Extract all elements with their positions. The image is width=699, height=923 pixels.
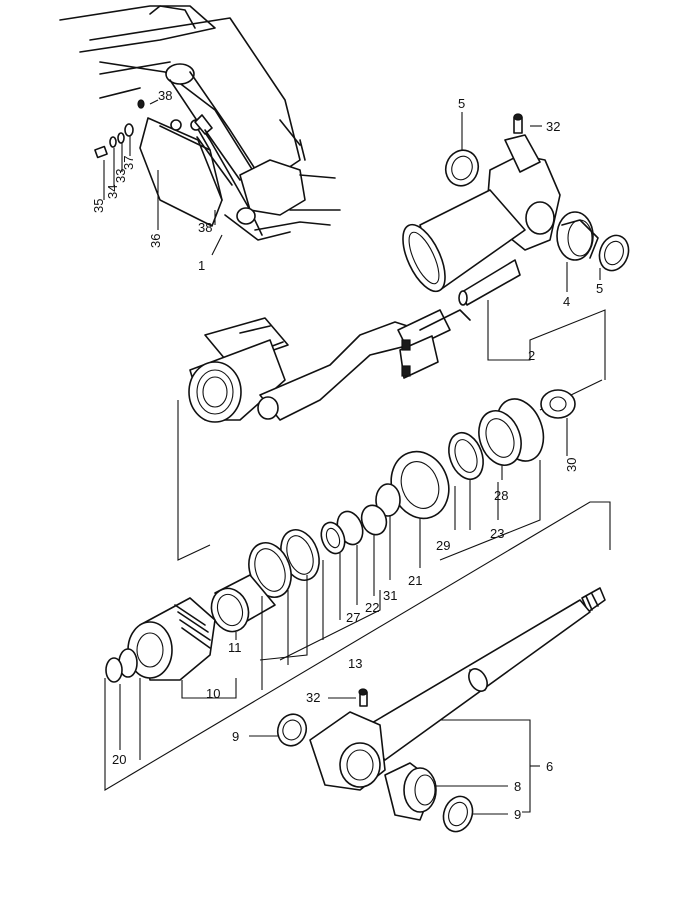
callout-8: 8 xyxy=(514,779,521,794)
callout-9-upper: 9 xyxy=(232,729,239,744)
callout-13: 13 xyxy=(348,656,362,671)
leader-lines-piston-kit xyxy=(104,418,611,791)
callout-1: 1 xyxy=(198,258,205,273)
callout-21: 21 xyxy=(408,573,422,588)
callout-2: 2 xyxy=(528,348,535,363)
callout-35: 35 xyxy=(91,199,106,213)
leader-lines-rod xyxy=(249,697,540,815)
boom-arm-assembly xyxy=(59,5,341,241)
callout-34: 34 xyxy=(105,185,120,199)
cylinder-head-cover xyxy=(188,309,471,423)
cylinder-tube-assembly xyxy=(402,113,630,306)
callout-32-bottom: 32 xyxy=(306,690,320,705)
callout-36: 36 xyxy=(148,234,163,248)
callout-38-top: 38 xyxy=(158,88,172,103)
callout-5-right: 5 xyxy=(596,281,603,296)
callout-4: 4 xyxy=(563,294,570,309)
leader-lines-tube xyxy=(461,112,606,380)
callout-6: 6 xyxy=(546,759,553,774)
callout-9-lower: 9 xyxy=(514,807,521,822)
callout-10: 10 xyxy=(206,686,220,701)
callout-11: 11 xyxy=(228,640,242,655)
leader-lines-top-left xyxy=(103,99,223,256)
callout-27: 27 xyxy=(346,610,360,625)
callout-5-top: 5 xyxy=(458,96,465,111)
piston-seal-kit xyxy=(105,389,576,683)
callout-32-top: 32 xyxy=(546,119,560,134)
callout-20: 20 xyxy=(112,752,126,767)
callout-28: 28 xyxy=(494,488,508,503)
callout-38-bottom: 38 xyxy=(198,220,212,235)
callout-30: 30 xyxy=(564,458,579,472)
callout-33: 33 xyxy=(113,169,128,183)
callout-labels: 38 37 33 34 35 36 38 1 5 32 4 5 2 30 28 … xyxy=(91,88,603,822)
piston-rod-assembly xyxy=(276,587,606,833)
callout-31: 31 xyxy=(383,588,397,603)
callout-29: 29 xyxy=(436,538,450,553)
callout-23: 23 xyxy=(490,526,504,541)
callout-37: 37 xyxy=(121,156,136,170)
callout-22: 22 xyxy=(365,600,379,615)
